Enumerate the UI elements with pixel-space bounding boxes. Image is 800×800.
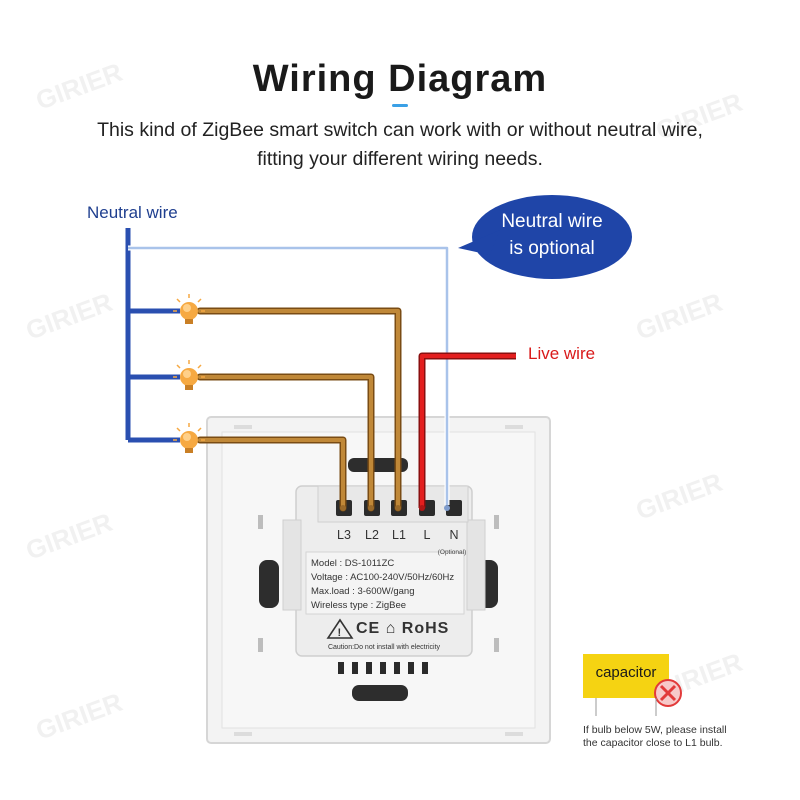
warning-icon: ! [326,618,354,639]
capacitor-note-line-2: the capacitor close to L1 bulb. [583,737,723,749]
capacitor-note: If bulb below 5W, please install the cap… [583,724,793,750]
terminal-optional-note: (Optional) [437,549,467,556]
live-wire-label: Live wire [528,344,596,363]
title-underline [392,104,408,107]
cross-icon [654,679,682,707]
terminal-label-l2: L2 [365,528,379,542]
bubble-line-2: is optional [509,238,595,259]
neutral-wire-label: Neutral wire [87,203,178,222]
bulb-icon [173,294,205,324]
subtitle-line-1: This kind of ZigBee smart switch can wor… [97,119,703,141]
mount-slot-top [348,458,408,472]
terminal-label-l3: L3 [337,528,351,542]
mount-slot-left [259,560,279,608]
bulb-icon [173,360,205,390]
capacitor-note-line-1: If bulb below 5W, please install [583,724,727,736]
spec-model: Model : DS-1011ZC [311,558,395,569]
caution-text: Caution:Do not install with electricity [327,644,441,651]
subtitle: This kind of ZigBee smart switch can wor… [0,116,800,174]
spec-max-load: Max.load : 3-600W/gang [311,586,415,597]
mount-slot-bottom [352,685,408,701]
certification-marks: CE ⌂ RoHS [356,620,450,637]
spec-wireless: Wireless type : ZigBee [311,600,407,611]
spec-voltage: Voltage : AC100-240V/50Hz/60Hz [311,572,455,583]
bubble-line-1: Neutral wire [501,211,603,232]
terminal-label-l1: L1 [392,528,406,542]
speech-bubble [458,195,632,279]
bulb-icon [173,423,205,453]
bubble-text: Neutral wire is optional [472,208,632,262]
terminal-label-n: N [449,528,459,542]
svg-text:!: ! [338,627,342,639]
page-title: Wiring Diagram [252,58,548,100]
terminal-label-l: L [423,528,431,542]
subtitle-line-2: fitting your different wiring needs. [257,148,543,170]
capacitor-label: capacitor [595,664,657,681]
